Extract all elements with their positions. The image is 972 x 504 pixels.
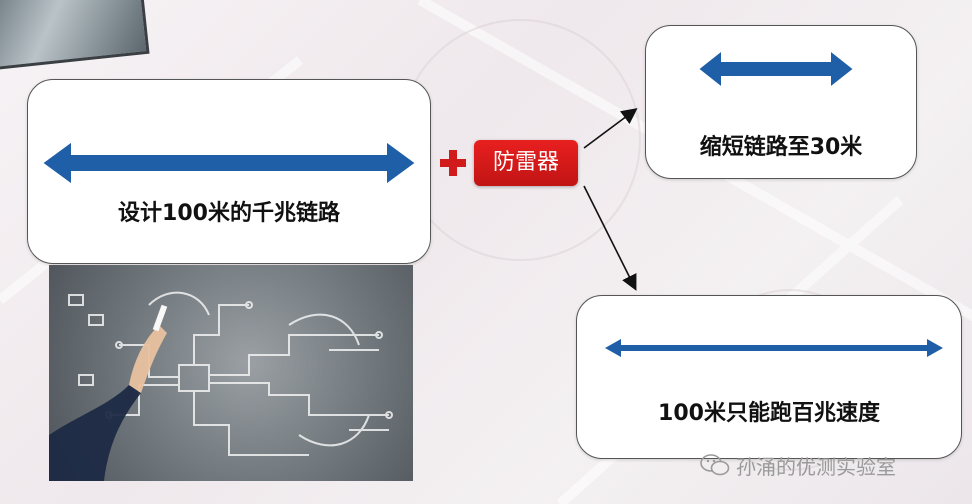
watermark-text: 孙涌的优测实验室 [736,454,896,479]
thin-double-arrow-icon [605,339,943,357]
short-double-arrow-icon [696,47,856,91]
shortened-link-label: 缩短链路至30米 [699,135,863,160]
circuit-illustration [49,291,393,481]
circuit-drawing-photo [49,265,413,481]
gigabit-link-box: 设计100米的千兆链路 [27,79,431,264]
plus-icon [440,150,466,176]
hand-with-marker [49,304,168,481]
watermark: 孙涌的优测实验室 [700,452,896,479]
surge-protector-badge: 防雷器 [474,140,578,186]
arrow-to-short-box [583,108,638,149]
hundred-meter-box: 100米只能跑百兆速度 [576,295,962,459]
wechat-icon [700,454,730,476]
gigabit-link-label: 设计100米的千兆链路 [118,201,340,226]
double-arrow-icon [40,139,418,187]
arrow-to-hundred-box [583,185,637,291]
shortened-link-box: 缩短链路至30米 [645,25,917,179]
hundred-meter-label: 100米只能跑百兆速度 [658,401,880,426]
